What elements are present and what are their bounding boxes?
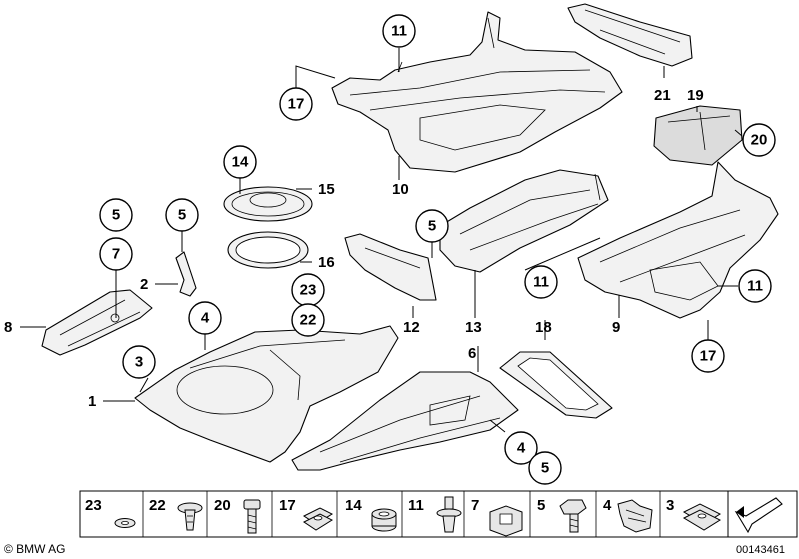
callout-label: 20 <box>751 132 768 149</box>
legend-number: 22 <box>149 497 166 514</box>
callout-23: 23 <box>291 273 325 307</box>
bolt-icon <box>243 499 261 534</box>
label-15: 15 <box>318 181 335 198</box>
part-8-side-rail <box>41 289 153 356</box>
callout-17-right: 17 <box>691 339 725 373</box>
callout-label: 7 <box>112 246 120 263</box>
label-19: 19 <box>687 87 704 104</box>
part-13-center-panel <box>439 169 609 273</box>
legend-number: 7 <box>471 497 479 514</box>
callout-7: 7 <box>99 237 133 271</box>
part-18-frame <box>499 351 613 419</box>
callout-4-left: 4 <box>188 301 222 335</box>
label-18: 18 <box>535 319 552 336</box>
callout-label: 5 <box>112 207 120 224</box>
label-21: 21 <box>654 87 671 104</box>
callout-label: 3 <box>135 354 143 371</box>
callout-20: 20 <box>742 123 776 157</box>
legend-item-arrow <box>734 497 783 534</box>
callout-label: 17 <box>288 96 305 113</box>
label-1: 1 <box>88 393 96 410</box>
callout-label: 14 <box>232 154 249 171</box>
part-21-duct <box>567 3 693 67</box>
callout-label: 5 <box>541 460 549 477</box>
brand-copyright: © BMW AG <box>4 542 66 556</box>
legend-number: 20 <box>214 497 231 514</box>
label-10: 10 <box>392 181 409 198</box>
label-16: 16 <box>318 254 335 271</box>
legend-item-3: 3 <box>666 497 722 531</box>
callout-label: 23 <box>300 282 317 299</box>
legend-number: 5 <box>537 497 545 514</box>
callout-5-shield: 5 <box>415 209 449 243</box>
callout-label: 11 <box>533 274 549 291</box>
legend-item-5: 5 <box>537 497 587 533</box>
part-16-seal-ring <box>227 231 309 269</box>
part-10-underbody-panel <box>331 11 623 173</box>
part-2-bracket <box>175 232 197 297</box>
callout-label: 17 <box>700 348 717 365</box>
speed-nut-icon <box>682 503 722 531</box>
legend-item-17: 17 <box>279 497 334 531</box>
part-19-bracket <box>653 105 743 166</box>
legend-number: 3 <box>666 497 674 514</box>
expanding-rivet-icon <box>177 502 203 531</box>
label-6: 6 <box>468 345 476 362</box>
callout-label: 11 <box>391 23 407 40</box>
legend-item-14: 14 <box>345 497 397 532</box>
part-1-front-panel <box>134 325 399 463</box>
callout-5-bracket: 5 <box>165 198 199 232</box>
legend-item-23: 23 <box>85 497 136 528</box>
callout-label: 4 <box>201 310 210 327</box>
document-number: 00143461 <box>736 544 785 556</box>
fastener-legend: 23 22 20 <box>79 490 798 538</box>
callout-14: 14 <box>223 145 257 179</box>
callout-22: 22 <box>291 303 325 337</box>
push-rivet-icon <box>436 496 462 533</box>
callout-4-bottom: 4 <box>504 431 538 465</box>
callout-label: 11 <box>747 278 763 295</box>
label-2: 2 <box>140 276 148 293</box>
callout-label: 4 <box>517 440 526 457</box>
legend-number: 11 <box>408 497 424 514</box>
legend-item-4: 4 <box>603 497 653 533</box>
part-9-right-panel <box>577 161 779 319</box>
spring-clip-icon <box>617 499 653 533</box>
legend-number: 17 <box>279 497 296 514</box>
label-12: 12 <box>403 319 420 336</box>
legend-item-7: 7 <box>471 497 523 537</box>
clip-nut-icon <box>303 507 334 531</box>
washer-icon <box>114 518 136 528</box>
legend-number: 14 <box>345 497 362 514</box>
grommet-icon <box>371 508 397 532</box>
legend-item-11: 11 <box>408 496 462 533</box>
callout-label: 5 <box>178 207 186 224</box>
part-6-rear-panel <box>291 371 519 471</box>
part-15-seal-disc <box>223 186 313 222</box>
callout-label: 22 <box>300 312 317 329</box>
legend-item-20: 20 <box>214 497 261 534</box>
part-12-shield <box>344 233 437 301</box>
callout-3: 3 <box>122 345 156 379</box>
legend-number: 4 <box>603 497 612 514</box>
label-8: 8 <box>4 319 12 336</box>
callout-11-top: 11 <box>382 14 416 48</box>
label-9: 9 <box>612 319 620 336</box>
clamp-block-icon <box>489 505 523 537</box>
label-13: 13 <box>465 319 482 336</box>
screw-icon <box>559 499 587 533</box>
callout-label: 5 <box>428 218 436 235</box>
callout-11-center: 11 <box>524 265 558 299</box>
legend-number: 23 <box>85 497 102 514</box>
legend-item-22: 22 <box>149 497 203 531</box>
callout-5-bottom: 5 <box>528 451 562 485</box>
callout-17-top: 17 <box>279 87 313 121</box>
direction-arrow-icon <box>734 497 783 534</box>
callout-5-rail: 5 <box>99 198 133 232</box>
leader-lines <box>20 48 743 433</box>
callout-11-right: 11 <box>738 269 772 303</box>
